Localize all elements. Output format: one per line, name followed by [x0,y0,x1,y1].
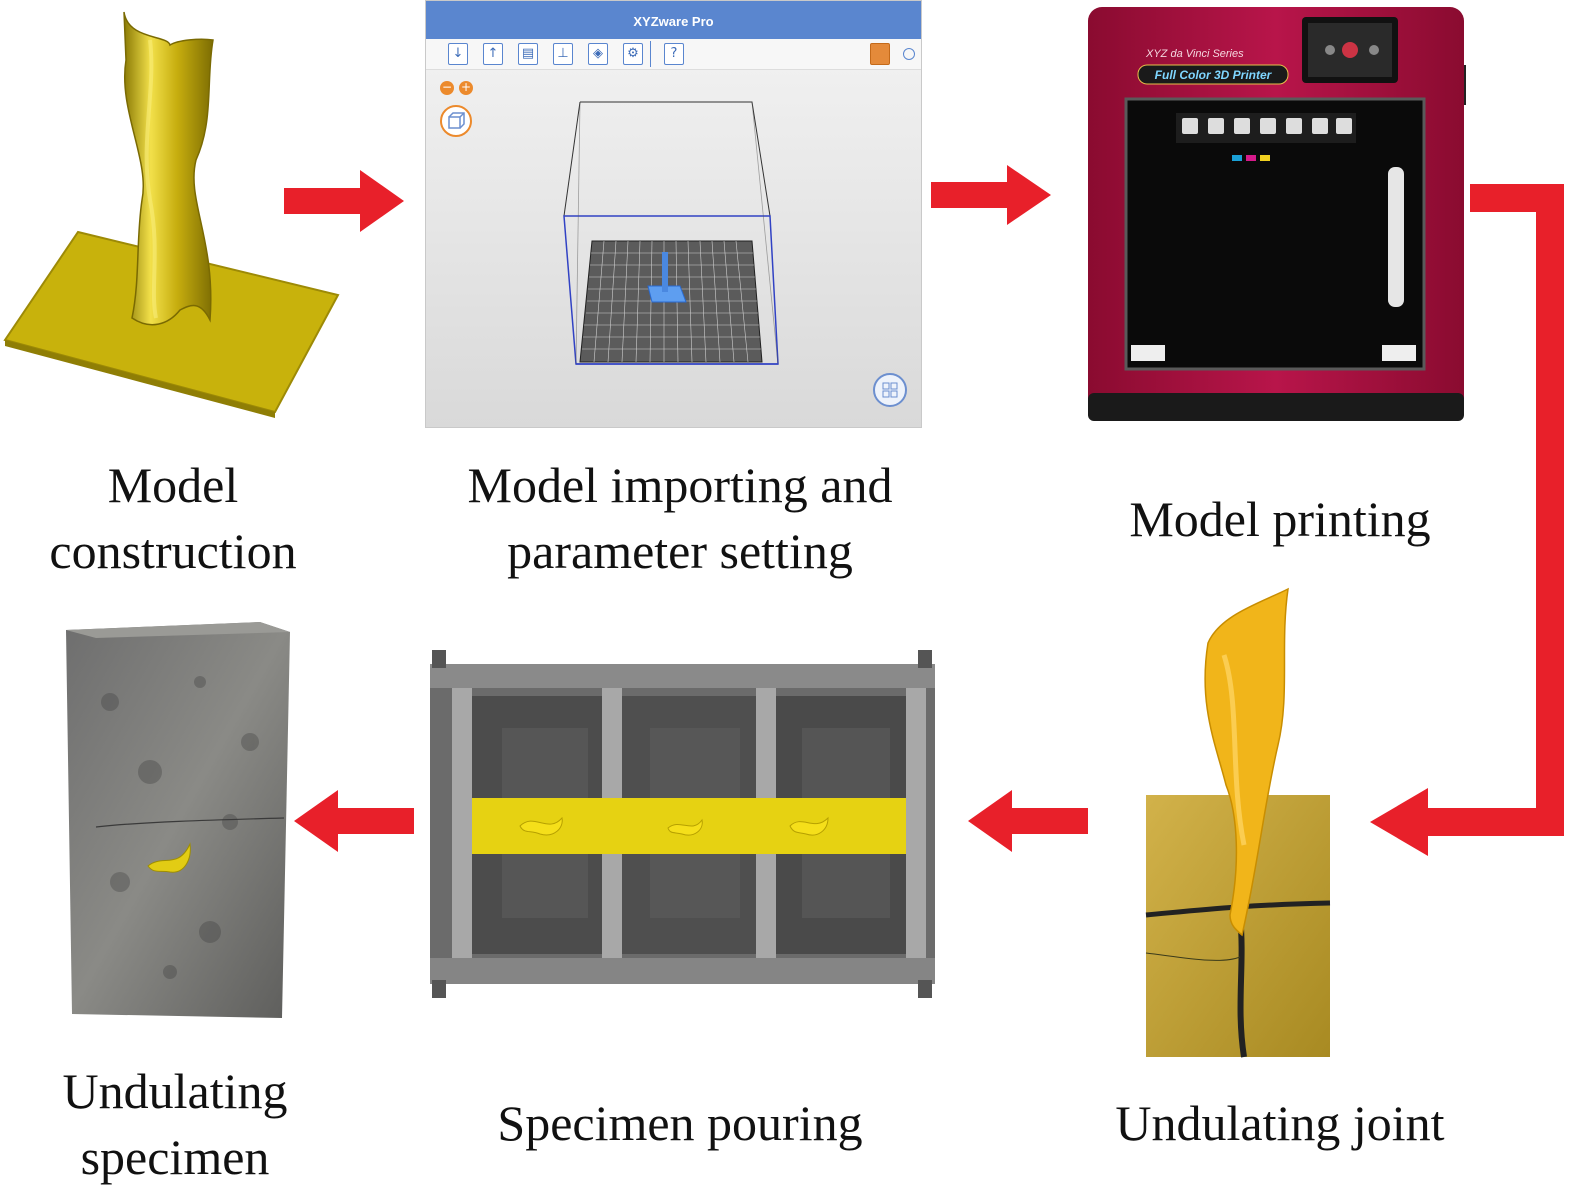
export-icon[interactable]: ↑ [483,43,503,65]
collapse-icon[interactable] [903,48,915,60]
arrow-to-specimen [294,790,414,852]
arrow-to-joint [1370,184,1564,856]
model-preview-shape [647,285,687,303]
printer-image: XYZ da Vinci Series Full Color 3D Printe… [1088,7,1466,421]
build-volume [563,101,779,365]
caption-model-importing: Model importing and parameter setting [467,457,893,579]
caption-model-printing: Model printing [1129,491,1431,547]
arrow-to-pouring [968,790,1088,852]
import-icon[interactable]: ↓ [448,43,468,65]
twisted-column-shape [123,11,214,326]
caption-undulating-specimen: Undulating specimen [62,1063,288,1185]
toolbar: ↓ ↑ ▤ ⊥ ◈ ⚙ ? [426,39,921,70]
window-title: XYZware Pro [426,1,921,39]
undulating-joint-image [1145,587,1331,1058]
cube-icon [448,112,465,129]
model-construction-image [3,11,340,418]
caption-undulating-joint: Undulating joint [1115,1095,1445,1151]
arrow-to-printing [931,165,1051,225]
zoom-in-button[interactable]: + [459,80,473,95]
view-toggle-button[interactable] [873,373,907,407]
grid-view-icon [882,382,898,398]
printer-badge: Full Color 3D Printer [1155,68,1273,82]
caption-model-construction: Model construction [49,457,297,579]
specimen-pouring-image [430,650,935,998]
arrow-to-importing [284,170,404,232]
joint-fin-shape [1204,587,1289,937]
caption-specimen-pouring: Specimen pouring [497,1095,863,1151]
print-icon[interactable]: ⊥ [553,43,573,65]
cube-view-icon[interactable]: ◈ [588,43,608,65]
embedded-joint-trace [147,842,191,873]
undulating-specimen-image [66,622,290,1018]
door-handle [1388,167,1404,307]
xyzware-window: XYZware Pro ↓ ↑ ▤ ⊥ ◈ ⚙ ? − + [425,0,922,428]
printer-brand: XYZ da Vinci Series [1145,48,1244,60]
layer-icon[interactable] [870,43,890,65]
help-icon[interactable]: ? [664,43,684,65]
settings-icon[interactable]: ⚙ [623,43,643,65]
view-cube-button[interactable] [440,105,472,137]
save-icon[interactable]: ▤ [518,43,538,65]
zoom-out-button[interactable]: − [440,80,454,95]
